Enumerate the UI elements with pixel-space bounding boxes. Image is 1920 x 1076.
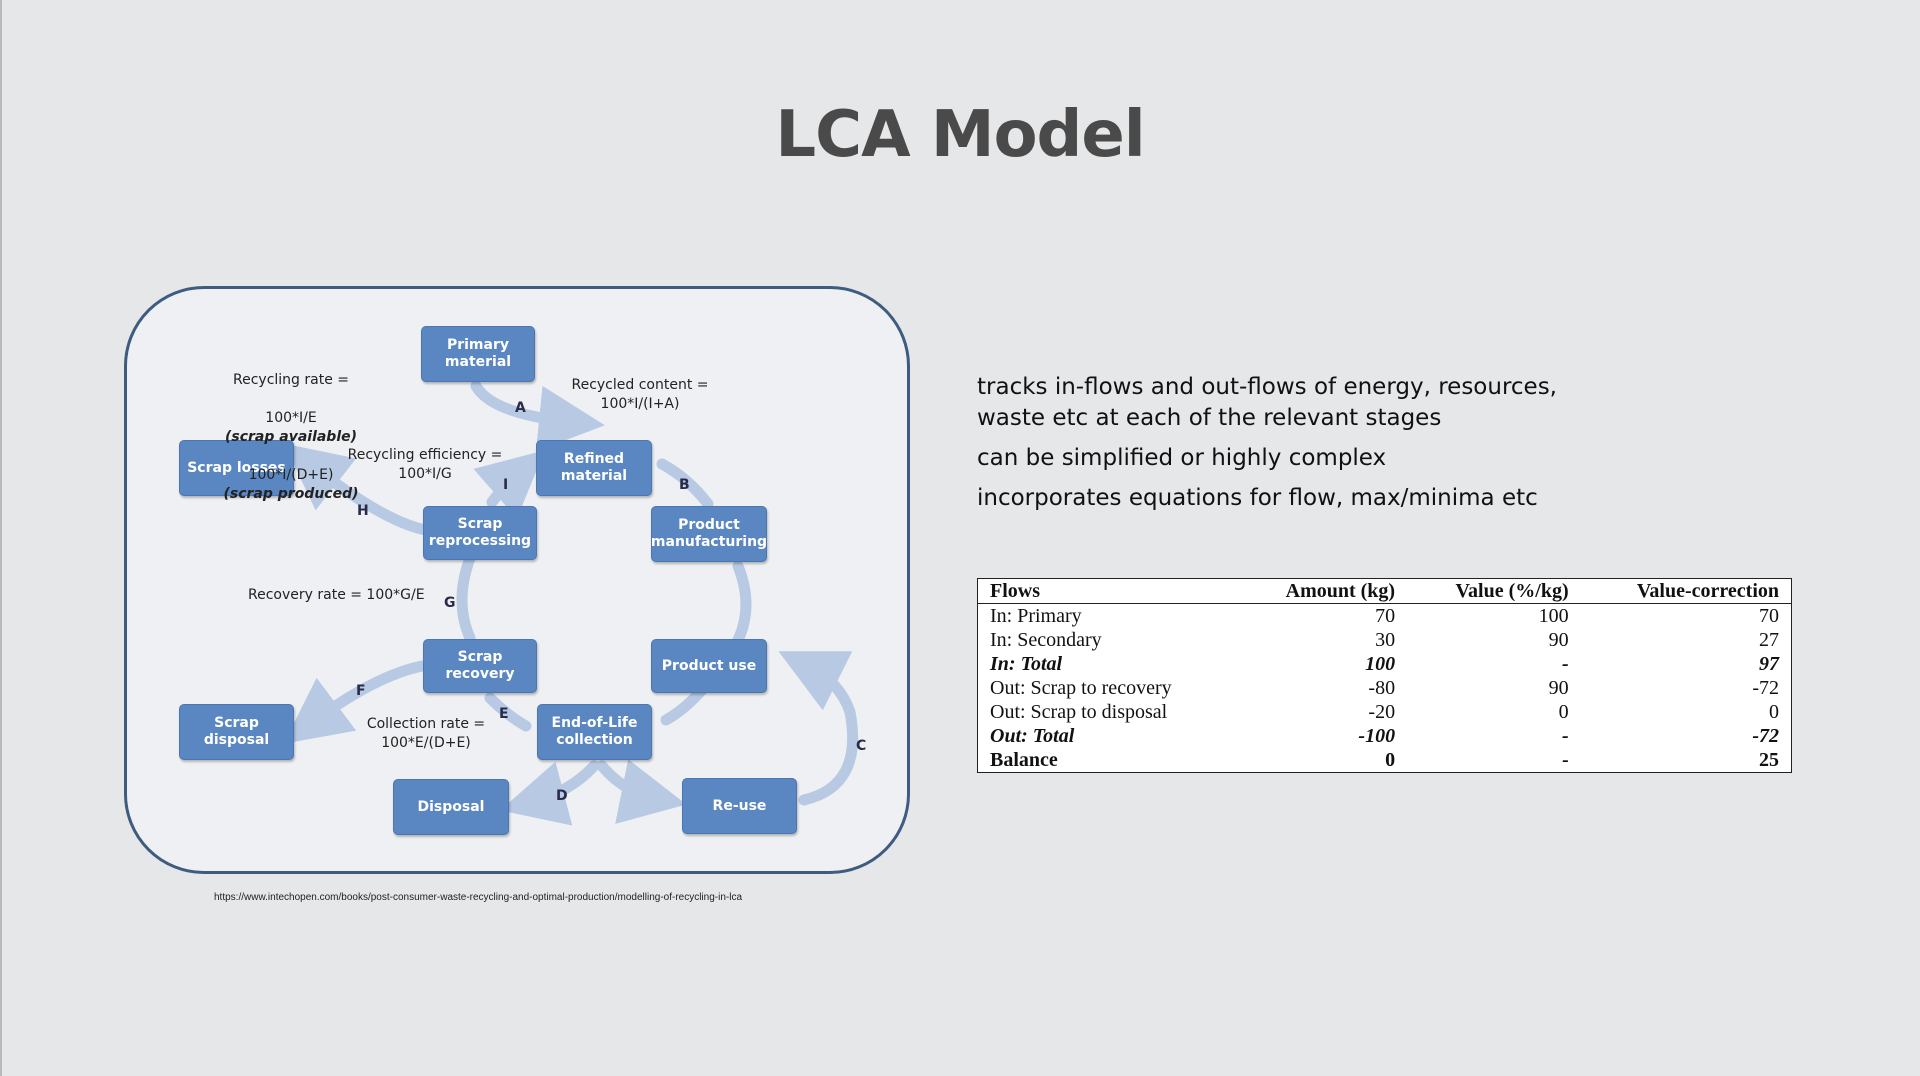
node-product-use: Product use bbox=[651, 639, 767, 693]
arrow-letter-h: H bbox=[357, 503, 369, 519]
cell-correction: 70 bbox=[1759, 605, 1779, 627]
recycling-rate-label: Recycling rate = 100*I/E (scrap availabl… bbox=[186, 352, 396, 504]
cell-amount: -100 bbox=[1358, 725, 1396, 747]
table-row: In: Primary 70 100 70 bbox=[978, 604, 1792, 629]
cell-correction: 0 bbox=[1769, 701, 1779, 723]
recovery-rate-label: Recovery rate = 100*G/E bbox=[248, 587, 425, 603]
node-scrap-recovery: Scrap recovery bbox=[423, 639, 537, 693]
flows-table: Flows Amount (kg) Value (%/kg) Value-cor… bbox=[977, 578, 1792, 773]
header-amount: Amount (kg) bbox=[1238, 578, 1408, 604]
arrow-reuse bbox=[596, 759, 687, 824]
node-refined-material: Refined material bbox=[536, 440, 652, 496]
recycling-rate-formula-2: 100*I/(D+E) bbox=[248, 467, 334, 483]
table-row: Out: Scrap to recovery -80 90 -72 bbox=[978, 676, 1792, 700]
header-value: Value (%/kg) bbox=[1407, 578, 1581, 604]
cell-correction: -72 bbox=[1752, 725, 1779, 747]
cell-flow: In: Primary bbox=[990, 605, 1082, 627]
cell-value: - bbox=[1561, 749, 1569, 771]
slide-left-border bbox=[0, 0, 2, 1076]
cell-flow: Out: Total bbox=[990, 725, 1075, 747]
description-list: tracks in-flows and out-flows of energy,… bbox=[977, 372, 1577, 523]
cell-correction: 27 bbox=[1759, 629, 1779, 651]
cell-amount: 70 bbox=[1375, 605, 1396, 627]
node-re-use: Re-use bbox=[682, 778, 797, 834]
node-scrap-reprocessing: Scrap reprocessing bbox=[423, 506, 537, 560]
arrow-letter-i: I bbox=[503, 477, 509, 493]
node-disposal: Disposal bbox=[393, 779, 509, 835]
arrow-e bbox=[484, 692, 532, 732]
cell-flow: Balance bbox=[990, 749, 1058, 771]
cell-value: 90 bbox=[1548, 629, 1569, 651]
arrow-use-eol bbox=[660, 684, 708, 726]
cell-correction: -72 bbox=[1752, 677, 1779, 699]
cell-flow: Out: Scrap to disposal bbox=[990, 701, 1168, 723]
source-link[interactable]: https://www.intechopen.com/books/post-co… bbox=[214, 892, 743, 903]
cell-amount: -80 bbox=[1368, 677, 1396, 699]
arrow-letter-c: C bbox=[856, 738, 867, 754]
recycling-efficiency-label: Recycling efficiency = 100*I/G bbox=[347, 447, 503, 482]
cell-flow: In: Total bbox=[990, 653, 1063, 675]
cell-amount: 100 bbox=[1365, 653, 1396, 675]
arrow-f bbox=[283, 660, 428, 744]
flow-arrows bbox=[283, 380, 859, 826]
cell-value: - bbox=[1561, 653, 1569, 675]
table-row: In: Secondary 30 90 27 bbox=[978, 628, 1792, 652]
arrow-mfg-use bbox=[732, 560, 752, 646]
table-header-row: Flows Amount (kg) Value (%/kg) Value-cor… bbox=[977, 578, 1792, 604]
arrow-a bbox=[470, 380, 605, 452]
arrow-letter-b: B bbox=[679, 477, 690, 493]
cell-value: 100 bbox=[1538, 605, 1569, 627]
arrow-letter-d: D bbox=[556, 788, 568, 804]
table-row: Out: Scrap to disposal -20 0 0 bbox=[978, 700, 1792, 724]
node-product-manufacturing: Product manufacturing bbox=[651, 506, 767, 562]
node-scrap-disposal: Scrap disposal bbox=[179, 704, 294, 760]
cell-amount: 0 bbox=[1385, 749, 1396, 771]
table-row: Out: Total -100 - -72 bbox=[978, 724, 1792, 748]
arrow-letter-a: A bbox=[515, 400, 526, 416]
header-value-correction: Value-correction bbox=[1580, 578, 1792, 604]
description-item: can be simplified or highly complex bbox=[977, 445, 1387, 471]
arrow-b bbox=[656, 458, 714, 510]
description-item: tracks in-flows and out-flows of energy,… bbox=[977, 374, 1557, 431]
cell-amount: -20 bbox=[1368, 701, 1396, 723]
cell-amount: 30 bbox=[1375, 629, 1396, 651]
cell-value: 90 bbox=[1548, 677, 1569, 699]
header-flows: Flows bbox=[977, 578, 1239, 604]
cell-correction: 25 bbox=[1759, 749, 1779, 771]
collection-rate-label: Collection rate = 100*E/(D+E) bbox=[366, 716, 486, 751]
arrow-d bbox=[500, 760, 600, 826]
recycled-content-label: Recycled content = 100*I/(I+A) bbox=[571, 377, 709, 412]
recycling-rate-note-2: (scrap produced) bbox=[223, 486, 359, 502]
cell-value: - bbox=[1561, 725, 1569, 747]
arrow-letter-f: F bbox=[356, 683, 366, 699]
table-row: Balance 0 - 25 bbox=[978, 748, 1792, 773]
description-item: incorporates equations for flow, max/min… bbox=[977, 485, 1538, 511]
arrow-letter-e: E bbox=[499, 706, 509, 722]
node-end-of-life-collection: End-of-Life collection bbox=[537, 704, 652, 760]
arrow-g bbox=[456, 552, 476, 644]
recycling-rate-formula-1: 100*I/E bbox=[265, 410, 317, 426]
recycling-rate-note-1: (scrap available) bbox=[224, 429, 358, 445]
arrow-i bbox=[473, 450, 545, 519]
arrow-c bbox=[778, 651, 859, 806]
cell-value: 0 bbox=[1558, 701, 1569, 723]
arrow-h bbox=[284, 443, 432, 536]
table-row: In: Total 100 - 97 bbox=[978, 652, 1792, 676]
cell-flow: In: Secondary bbox=[990, 629, 1102, 651]
slide-title: LCA Model bbox=[775, 98, 1145, 172]
node-scrap-losses: Scrap losses bbox=[179, 440, 294, 496]
cell-correction: 97 bbox=[1759, 653, 1779, 675]
arrow-letter-g: G bbox=[444, 595, 456, 611]
recycling-rate-title: Recycling rate = bbox=[233, 372, 349, 388]
node-primary-material: Primary material bbox=[421, 326, 535, 382]
cell-flow: Out: Scrap to recovery bbox=[990, 677, 1172, 699]
